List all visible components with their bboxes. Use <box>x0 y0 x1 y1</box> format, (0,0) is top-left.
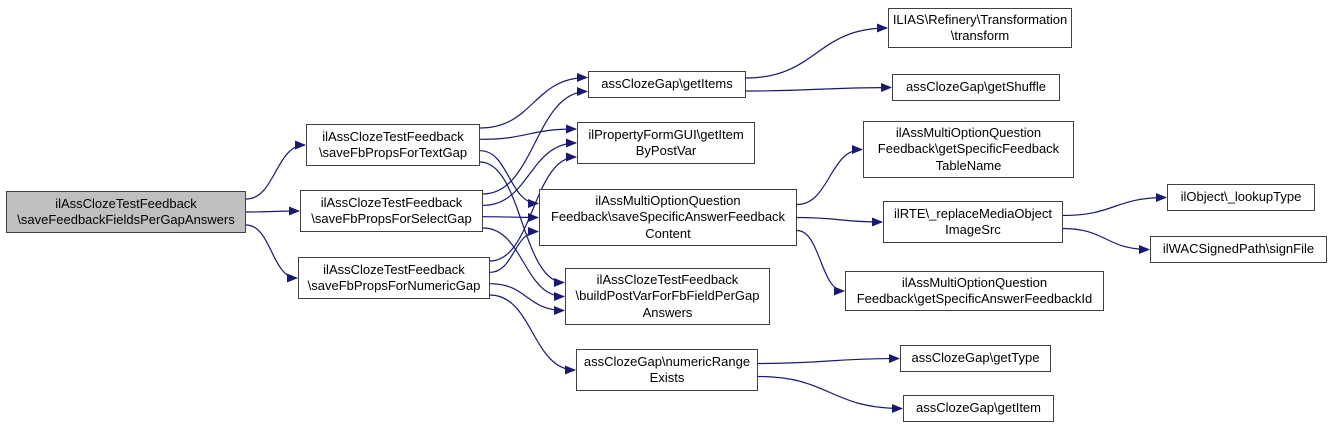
node-lookupType[interactable]: ilObject\_lookupType <box>1167 184 1315 211</box>
node-getItems[interactable]: assClozeGap\getItems <box>588 71 746 98</box>
node-getType[interactable]: assClozeGap\getType <box>900 345 1051 372</box>
edge-n1-n2 <box>245 140 306 200</box>
node-refinery-transform[interactable]: ILIAS\Refinery\Transformation \transform <box>888 8 1072 48</box>
edge-n4-n7 <box>489 227 539 273</box>
node-getSpecificFeedbackTableName[interactable]: ilAssMultiOptionQuestion Feedback\getSpe… <box>863 121 1074 178</box>
edge-n1-n4 <box>245 224 298 283</box>
edge-n3-n7 <box>482 212 539 222</box>
node-saveFbPropsForSelectGap[interactable]: ilAssClozeTestFeedback \saveFbPropsForSe… <box>300 190 483 232</box>
edge-n4-n6 <box>489 152 577 262</box>
edge-n2-n5 <box>479 73 588 129</box>
node-saveFbPropsForTextGap[interactable]: ilAssClozeTestFeedback \saveFbPropsForTe… <box>306 124 480 166</box>
node-saveFbPropsForNumericGap[interactable]: ilAssClozeTestFeedback \saveFbPropsForNu… <box>298 257 490 299</box>
edge-n7-n12 <box>796 145 863 206</box>
node-signFile[interactable]: ilWACSignedPath\signFile <box>1150 236 1327 263</box>
edge-n9-n18 <box>757 375 903 413</box>
edge-n7-n14 <box>796 229 845 296</box>
edge-n2-n6 <box>479 124 577 140</box>
node-getShuffle[interactable]: assClozeGap\getShuffle <box>892 74 1060 101</box>
edge-n2-n7 <box>479 150 539 208</box>
edge-n9-n17 <box>757 354 900 365</box>
node-buildPostVarForFbFieldPerGapAnswers[interactable]: ilAssClozeTestFeedback \buildPostVarForF… <box>565 268 770 325</box>
edge-n13-n15 <box>1062 193 1167 217</box>
node-getItem[interactable]: assClozeGap\getItem <box>903 395 1054 422</box>
edge-n2-n8 <box>479 161 565 287</box>
edge-n3-n5 <box>482 87 588 195</box>
edge-n5-n10 <box>745 23 888 79</box>
edge-n4-n8 <box>489 283 565 315</box>
edge-n7-n13 <box>796 216 883 227</box>
node-numericRangeExists[interactable]: assClozeGap\numericRange Exists <box>576 349 758 391</box>
edge-n13-n16 <box>1062 227 1150 254</box>
node-getSpecificAnswerFeedbackId[interactable]: ilAssMultiOptionQuestion Feedback\getSpe… <box>845 271 1104 311</box>
edge-n3-n6 <box>482 138 577 206</box>
node-saveSpecificAnswerFeedbackContent[interactable]: ilAssMultiOptionQuestion Feedback\saveSp… <box>539 189 797 246</box>
edge-n1-n3 <box>245 206 300 216</box>
edge-n4-n9 <box>489 294 576 375</box>
node-replaceMediaObjectImageSrc[interactable]: ilRTE\_replaceMediaObject ImageSrc <box>883 201 1063 243</box>
edge-n3-n8 <box>482 227 565 301</box>
edge-n5-n11 <box>745 83 892 93</box>
node-getItemByPostVar[interactable]: ilPropertyFormGUI\getItem ByPostVar <box>577 122 755 164</box>
node-saveFeedbackFieldsPerGapAnswers: ilAssClozeTestFeedback \saveFeedbackFiel… <box>6 191 246 233</box>
